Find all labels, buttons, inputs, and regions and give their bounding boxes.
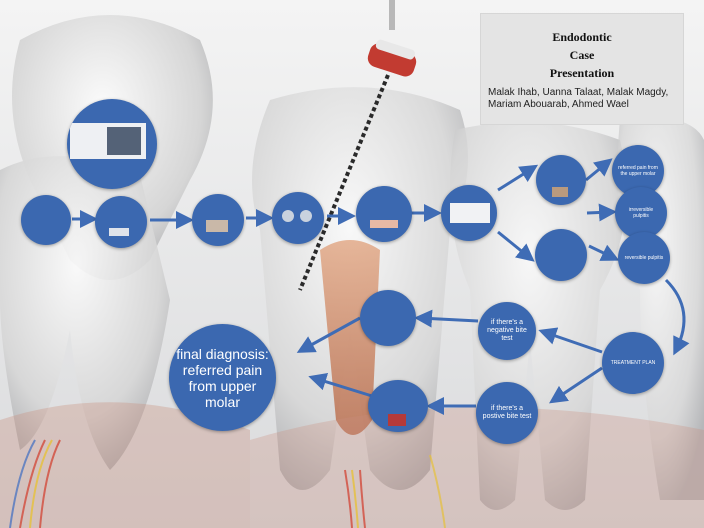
node-final-diagnosis[interactable]: final diagnosis: referred pain from uppe… xyxy=(169,324,276,431)
node-lower-case[interactable] xyxy=(368,380,428,432)
presentation-title: Endodontic Case Presentation xyxy=(549,30,615,80)
step4-image-a xyxy=(282,210,294,222)
nerve-left-blue xyxy=(9,439,36,528)
node-positive-bite-test[interactable]: if there's a postive bite test xyxy=(476,382,538,444)
node-branch-lower[interactable] xyxy=(535,229,587,281)
node-step3[interactable] xyxy=(192,194,244,246)
nerve-left-red xyxy=(19,439,61,528)
node-root-treatment[interactable] xyxy=(360,290,416,346)
arrow-root-final xyxy=(296,316,361,353)
central-tooth-pulp xyxy=(320,240,380,435)
arrow-lower-reversible xyxy=(588,244,620,261)
gum-left xyxy=(0,402,250,528)
node-irreversible-pulpitis[interactable]: irreversible pulpitis xyxy=(615,187,667,239)
node-step4[interactable] xyxy=(272,192,324,244)
step3-image xyxy=(206,220,228,232)
nerve-right-yellow xyxy=(429,454,446,528)
step4-image-b xyxy=(300,210,312,222)
node-treatment-plan[interactable]: TREATMENT PLAN xyxy=(602,332,664,394)
step5-image xyxy=(370,220,398,228)
arrow-upper-irreversible xyxy=(586,203,617,222)
node-step5[interactable] xyxy=(356,186,412,242)
author-list: Malak Ihab, Uanna Talaat, Malak Magdy, M… xyxy=(488,87,669,110)
node-start[interactable] xyxy=(21,195,71,245)
gum-right xyxy=(250,407,704,528)
lower-case-image xyxy=(388,414,406,426)
arrow-negative-root xyxy=(414,309,479,328)
endodontic-file xyxy=(298,0,417,291)
xray-image xyxy=(107,127,141,155)
node-step2[interactable] xyxy=(95,196,147,248)
arrow-upper-referred xyxy=(585,158,613,182)
node-reversible-pulpitis[interactable]: reversible pulpitis xyxy=(618,232,670,284)
node-branch-upper[interactable] xyxy=(536,155,586,205)
arrow-step6-upper xyxy=(497,164,539,192)
step6-document xyxy=(450,203,490,223)
nerve-left-yellow xyxy=(29,439,53,528)
step2-image xyxy=(109,228,129,236)
arrow-lowercase-final xyxy=(308,372,373,398)
nerve-center-red xyxy=(344,469,366,528)
nerve-center-yellow xyxy=(351,469,359,528)
arrow-treatment-positive xyxy=(549,366,603,404)
node-negative-bite-test[interactable]: if there's a negative bite test xyxy=(478,302,536,360)
arrow-step6-lower xyxy=(497,230,535,262)
branch-upper-image xyxy=(552,187,568,197)
arrow-treatment-negative xyxy=(538,327,603,354)
arrow-reversible-treatment xyxy=(664,278,690,356)
title-panel: Endodontic Case Presentation Malak Ihab,… xyxy=(481,14,683,124)
node-step6[interactable] xyxy=(441,185,497,241)
case-image-circle[interactable] xyxy=(67,99,157,189)
